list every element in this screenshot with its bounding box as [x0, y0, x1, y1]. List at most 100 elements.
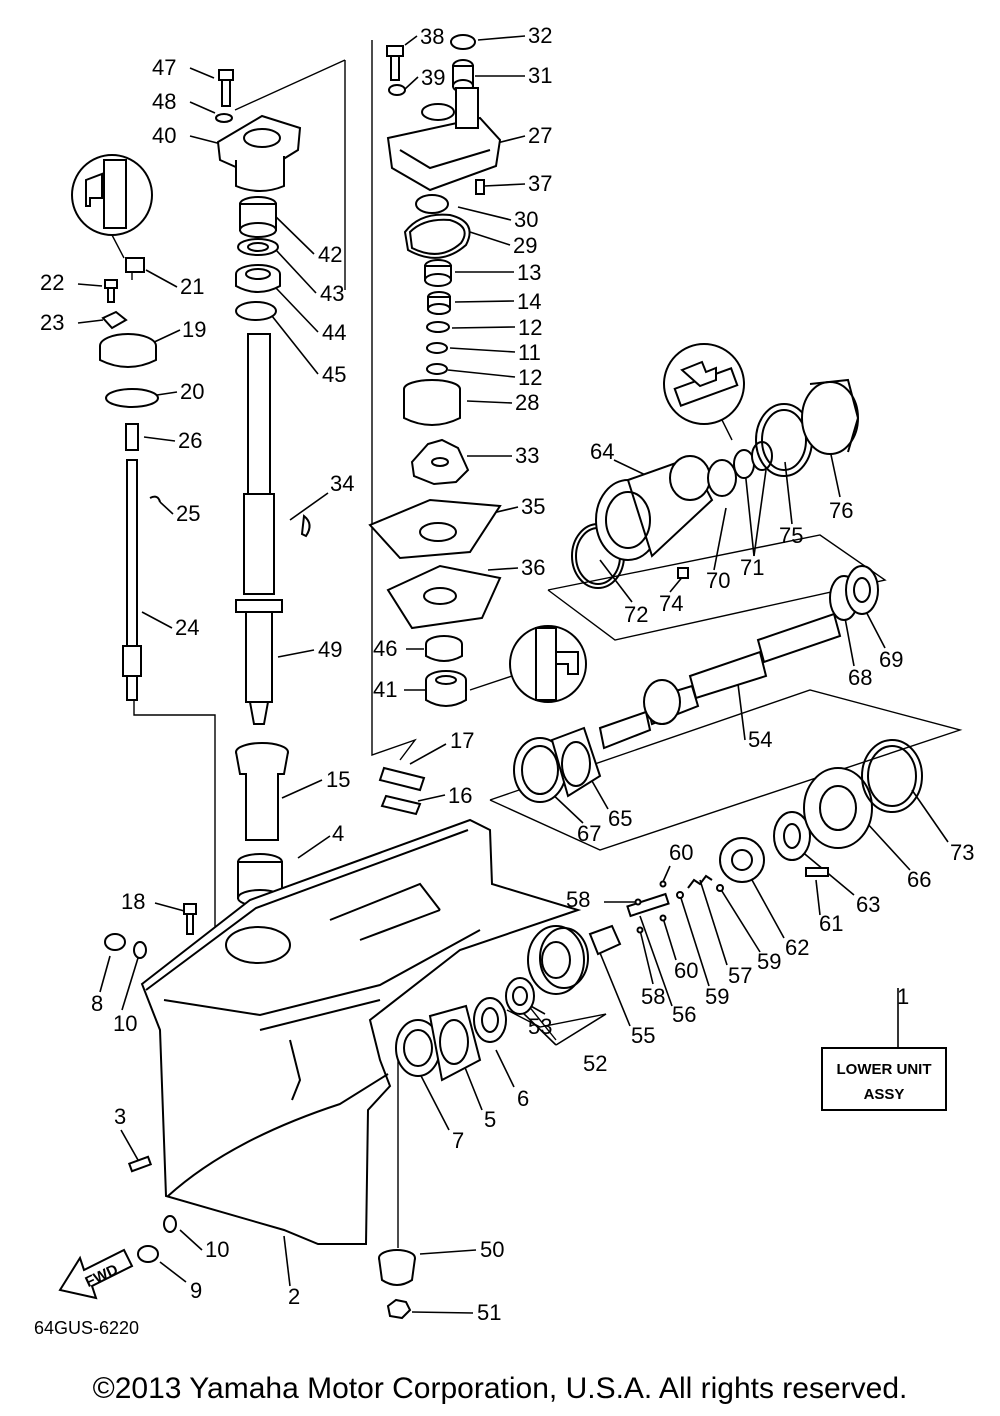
part-25-clip: [149, 495, 161, 503]
callout-12-a: 12: [518, 315, 542, 340]
callout-47: 47: [152, 55, 176, 80]
callout-72: 72: [624, 602, 648, 627]
callout-20: 20: [180, 379, 204, 404]
part-15-sleeve: [235, 742, 289, 841]
detail-circle-grease-2: [663, 343, 745, 441]
part-32: [450, 34, 476, 50]
copyright-notice: ©2013 Yamaha Motor Corporation, U.S.A. A…: [92, 1372, 908, 1405]
callout-55: 55: [631, 1023, 655, 1048]
callout-2: 2: [288, 1284, 300, 1309]
callout-61: 61: [819, 911, 843, 936]
callout-50: 50: [480, 1237, 504, 1262]
part-62-dog-clutch: [719, 837, 765, 883]
part-58-ball-a: [634, 898, 642, 906]
part-33-impeller: [410, 438, 470, 486]
callout-19: 19: [182, 317, 206, 342]
callout-37: 37: [528, 171, 552, 196]
part-48-washer: [215, 113, 233, 123]
callout-10-a: 10: [113, 1011, 137, 1036]
part-70: [707, 459, 737, 497]
callout-40: 40: [152, 123, 176, 148]
part-10-gasket-b: [163, 1215, 177, 1233]
lower-unit-assy-box: LOWER UNIT ASSY: [821, 1047, 947, 1111]
callout-43: 43: [320, 281, 344, 306]
callout-6: 6: [517, 1086, 529, 1111]
part-46: [425, 635, 463, 662]
part-74: [677, 567, 689, 579]
callout-25: 25: [176, 501, 200, 526]
callout-30: 30: [514, 207, 538, 232]
part-8-plug: [104, 933, 126, 951]
part-76-ring-nut: [801, 378, 860, 455]
callout-36: 36: [521, 555, 545, 580]
part-50-anode: [378, 1249, 416, 1286]
part-43: [237, 238, 279, 256]
part-14: [427, 291, 451, 315]
callout-35: 35: [521, 494, 545, 519]
part-47-bolt: [218, 69, 234, 107]
callout-44: 44: [322, 320, 346, 345]
part-29: [403, 213, 471, 259]
callout-76: 76: [829, 498, 853, 523]
callout-17: 17: [450, 728, 474, 753]
part-51-nut: [386, 1298, 412, 1320]
callout-7: 7: [452, 1128, 464, 1153]
drawing-code: 64GUS-6220: [34, 1318, 140, 1338]
callout-71: 71: [740, 555, 764, 580]
callout-68: 68: [848, 665, 872, 690]
callout-73: 73: [950, 840, 974, 865]
part-17-key: [378, 766, 426, 792]
part-64-bearing-housing: [595, 455, 714, 561]
part-39: [388, 84, 406, 96]
callout-57: 57: [728, 963, 752, 988]
callout-27: 27: [528, 123, 552, 148]
callout-38: 38: [420, 24, 444, 49]
callout-29: 29: [513, 233, 537, 258]
callout-5: 5: [484, 1107, 496, 1132]
part-10-gasket-a: [133, 941, 147, 959]
callout-66: 66: [907, 867, 931, 892]
part-38-bolt: [386, 45, 404, 81]
part-53: [505, 977, 535, 1015]
callout-46: 46: [373, 636, 397, 661]
part-35-plate: [368, 498, 502, 560]
callout-69: 69: [879, 647, 903, 672]
callout-11: 11: [518, 340, 541, 365]
callout-42: 42: [318, 242, 342, 267]
part-61-pin: [805, 867, 829, 877]
part-3-pin: [127, 1155, 153, 1173]
callout-labels: 1 2 3 4 5 6 7 8 9 10 10 11 12 12 13 14 1…: [40, 23, 974, 1325]
callout-39: 39: [421, 65, 445, 90]
part-5: [428, 1004, 482, 1082]
part-13: [424, 259, 452, 287]
assembly-frames: [131, 40, 963, 1248]
callout-28: 28: [515, 390, 539, 415]
part-54-propeller-shaft: [598, 612, 842, 750]
part-58-ball-b: [636, 926, 644, 934]
part-18-bolt: [183, 903, 197, 935]
part-60-ball-a: [659, 880, 667, 888]
part-69: [845, 565, 879, 615]
callout-75: 75: [779, 523, 803, 548]
callout-18: 18: [121, 889, 145, 914]
part-40-retainer: [216, 114, 302, 192]
callout-23: 23: [40, 310, 64, 335]
part-67: [513, 737, 567, 803]
part-23: [101, 310, 128, 330]
part-44-seal: [235, 264, 281, 293]
part-11: [426, 342, 448, 354]
callout-49: 49: [318, 637, 342, 662]
callout-13: 13: [517, 260, 541, 285]
part-27-pump-housing: [386, 87, 502, 192]
assy-box-line1: LOWER UNIT: [837, 1061, 932, 1078]
part-59-a: [676, 891, 684, 899]
detail-circle-grease-3: [469, 625, 587, 703]
callout-70: 70: [706, 568, 730, 593]
callout-22: 22: [40, 270, 64, 295]
part-49-drive-shaft: [235, 333, 283, 725]
callout-14: 14: [517, 289, 541, 314]
callout-51: 51: [477, 1300, 501, 1325]
callout-4: 4: [332, 821, 344, 846]
callout-21: 21: [180, 274, 204, 299]
callout-65: 65: [608, 806, 632, 831]
